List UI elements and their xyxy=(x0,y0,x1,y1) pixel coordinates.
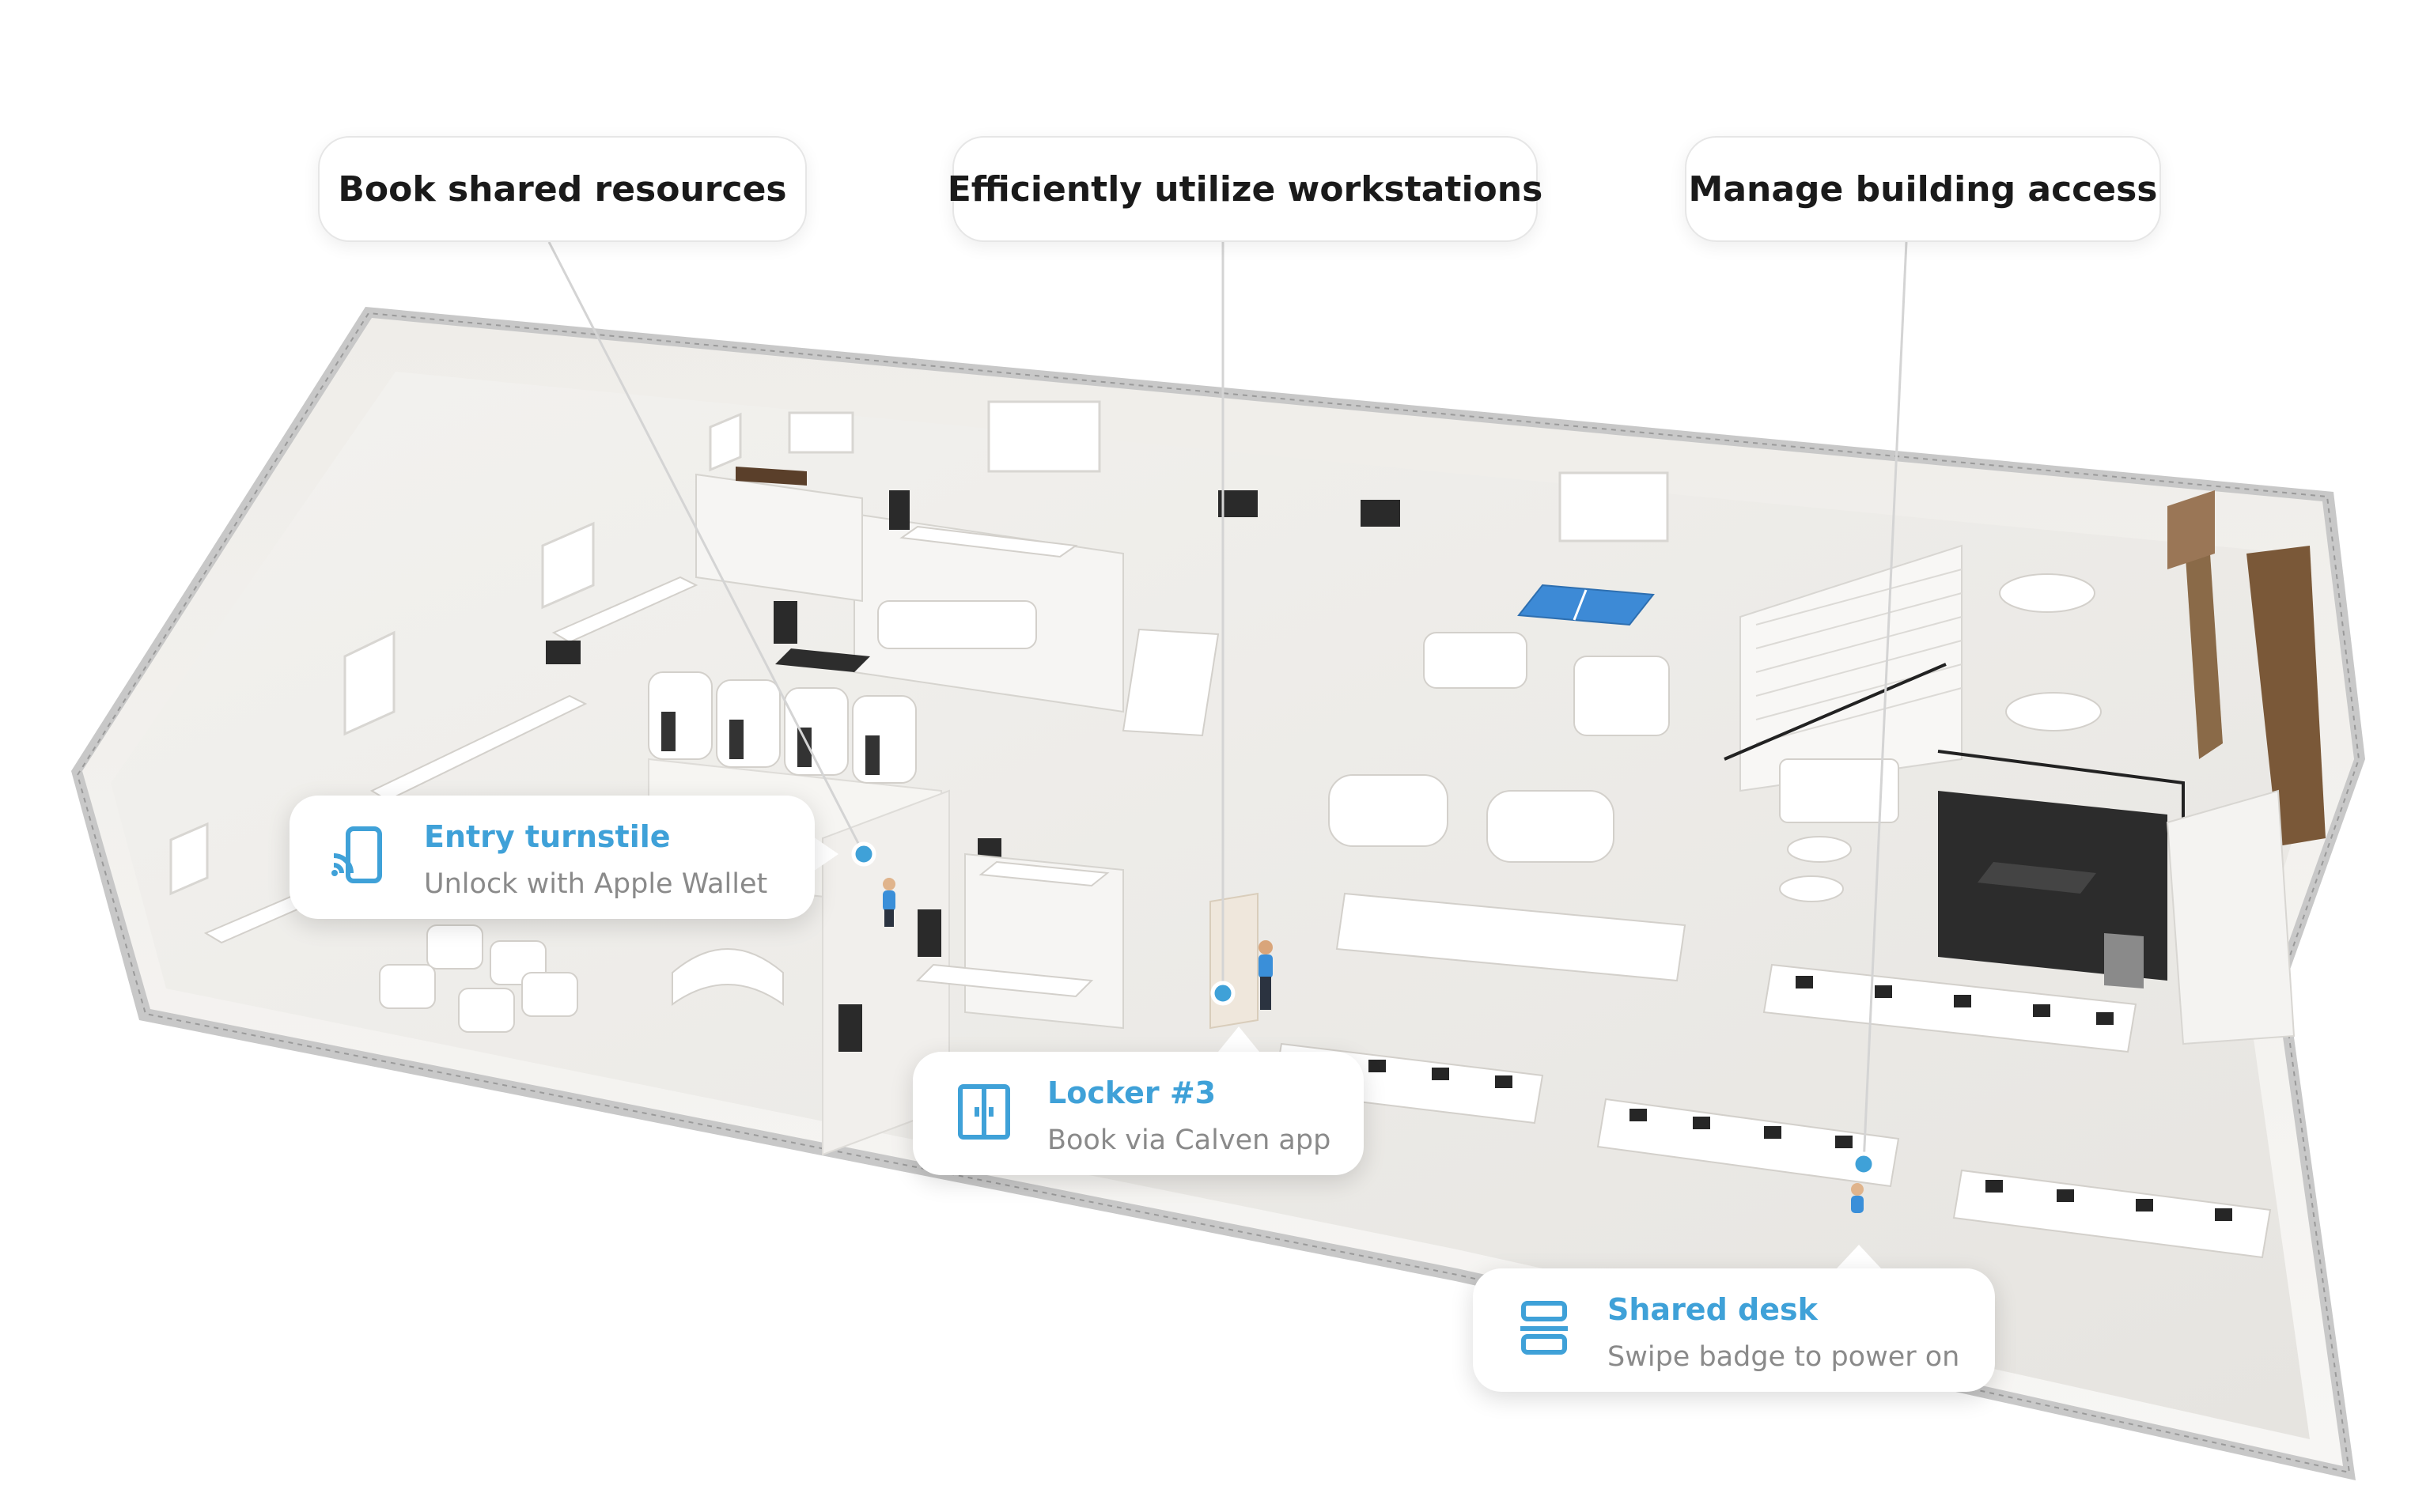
tv-screen xyxy=(889,490,910,530)
phone-nfc-icon xyxy=(331,826,382,883)
kitchen-counter xyxy=(2183,506,2223,759)
round-table xyxy=(1787,836,1852,863)
leader-lines xyxy=(547,241,1908,1165)
window xyxy=(169,822,209,896)
card-pointer xyxy=(1837,1245,1881,1268)
hotspot-dot-turnstile[interactable] xyxy=(851,841,876,867)
reception-desk xyxy=(672,948,784,1006)
round-table xyxy=(2005,692,2102,731)
communal-table xyxy=(1122,628,1220,737)
locker-icon xyxy=(958,1084,1010,1140)
dark-room-table xyxy=(1978,862,2096,894)
card-pointers xyxy=(813,837,1881,1268)
card-subtitle: Swipe badge to power on xyxy=(1607,1341,1960,1373)
info-card-locker[interactable]: Locker #3 Book via Calven app xyxy=(913,1052,1364,1175)
armchair xyxy=(379,964,436,1009)
wood-desk xyxy=(736,467,807,486)
card-pointer xyxy=(813,837,838,871)
callout-utilize-workstations: Efficiently utilize workstations xyxy=(948,136,1542,242)
booth-pod xyxy=(1779,758,1899,823)
tv-screen xyxy=(1361,500,1400,527)
windows xyxy=(169,400,1669,896)
meeting-table xyxy=(915,963,1094,998)
lounge-sofa xyxy=(1423,632,1527,689)
printer xyxy=(2104,933,2144,988)
leader-line-building-access xyxy=(1862,241,1908,1165)
tv-screen xyxy=(1218,490,1258,517)
window xyxy=(343,630,396,736)
conference-table xyxy=(899,525,1078,558)
window xyxy=(788,411,854,454)
callout-manage-building-access: Manage building access xyxy=(1685,136,2161,242)
locker-wall xyxy=(1209,892,1259,1030)
tv-screen xyxy=(546,641,581,664)
hotspot-dot-desk[interactable] xyxy=(1851,1151,1876,1177)
round-table xyxy=(1779,875,1844,902)
dark-table xyxy=(775,648,870,672)
lower-staircase xyxy=(2166,789,2296,1045)
callout-label: Book shared resources xyxy=(338,168,787,210)
hotspot-dot-locker[interactable] xyxy=(1210,981,1236,1006)
card-subtitle: Book via Calven app xyxy=(1047,1125,1331,1156)
desk-row xyxy=(1952,1169,2272,1259)
stair-railing xyxy=(1724,663,1947,761)
glass-room xyxy=(695,473,863,603)
tv-screen xyxy=(838,1004,862,1052)
callout-label: Manage building access xyxy=(1688,168,2158,210)
window xyxy=(709,412,742,472)
person xyxy=(1851,1183,1864,1213)
tv-screen xyxy=(774,601,797,644)
mezzanine-railing xyxy=(1937,750,2185,822)
desk-row xyxy=(1762,963,2137,1053)
card-pointer xyxy=(1218,1026,1259,1052)
phone-booth xyxy=(852,695,917,784)
window xyxy=(987,400,1101,473)
callout-label: Efficiently utilize workstations xyxy=(947,168,1543,210)
conference-table xyxy=(551,576,698,644)
wood-cabinet xyxy=(2167,490,2215,569)
phone-booth xyxy=(716,679,781,768)
card-title: Shared desk xyxy=(1607,1292,1818,1327)
ping-pong-table xyxy=(1517,584,1655,626)
desk-icon xyxy=(1520,1301,1568,1355)
right-area xyxy=(1724,490,2326,1045)
info-card-shared-desk[interactable]: Shared desk Swipe badge to power on xyxy=(1473,1268,1995,1392)
card-subtitle: Unlock with Apple Wallet xyxy=(424,868,768,900)
people xyxy=(883,878,1864,1213)
armchair xyxy=(458,988,515,1033)
tv-screen xyxy=(918,909,941,957)
sofa xyxy=(877,600,1037,649)
hotspots[interactable] xyxy=(851,841,1876,1177)
window xyxy=(541,521,595,610)
booth-seat xyxy=(1486,790,1614,863)
person xyxy=(883,878,895,927)
armchair xyxy=(426,924,483,970)
meeting-table xyxy=(978,860,1110,887)
phone-booth xyxy=(648,671,713,760)
armchair xyxy=(521,972,578,1017)
window xyxy=(1558,471,1669,542)
lounge-sofa xyxy=(1573,656,1670,736)
desk-row xyxy=(1596,1098,1900,1188)
booth-seat xyxy=(1328,774,1448,847)
card-title: Entry turnstile xyxy=(424,819,671,854)
kitchen-counter xyxy=(2246,546,2326,846)
person xyxy=(1259,940,1273,1010)
info-card-entry-turnstile[interactable]: Entry turnstile Unlock with Apple Wallet xyxy=(290,796,815,919)
bench-desk xyxy=(1335,892,1686,982)
card-title: Locker #3 xyxy=(1047,1075,1217,1110)
middle-area xyxy=(915,490,1686,1030)
round-table xyxy=(1999,573,2095,613)
left-rooms xyxy=(203,467,1124,1156)
callout-book-shared-resources: Book shared resources xyxy=(318,136,807,242)
leader-line-book-resources xyxy=(547,241,865,855)
